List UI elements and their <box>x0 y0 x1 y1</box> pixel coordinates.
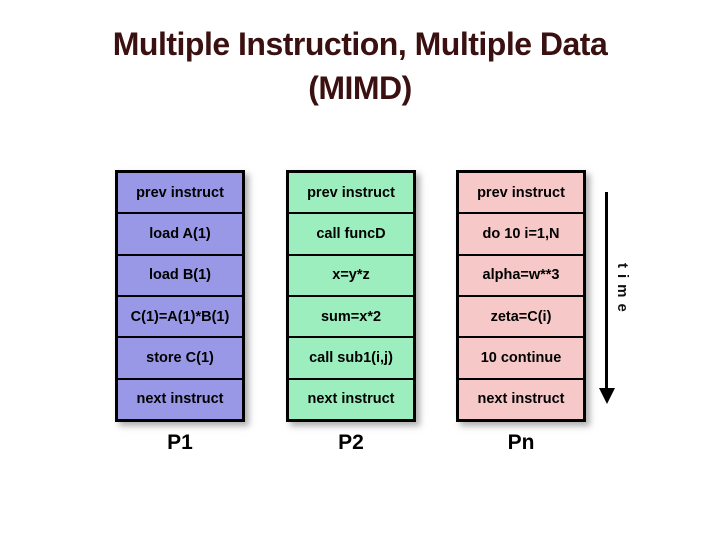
instruction-cell: alpha=w**3 <box>459 256 583 297</box>
time-axis-label: time <box>614 262 631 318</box>
instruction-cell: next instruct <box>307 391 395 408</box>
instruction-cell: sum=x*2 <box>289 297 413 339</box>
processor-column-pn: prev instruct do 10 i=1,N alpha=w**3 zet… <box>456 170 586 455</box>
processor-column-p1: prev instruct load A(1) load B(1) C(1)=A… <box>115 170 245 455</box>
instruction-stack-pn: prev instruct do 10 i=1,N alpha=w**3 zet… <box>456 170 586 422</box>
time-arrow-line <box>605 192 608 388</box>
instruction-cell: prev instruct <box>459 173 583 215</box>
instruction-cell: do 10 i=1,N <box>459 214 583 256</box>
instruction-cell: 10 continue <box>459 338 583 380</box>
slide-title-line-2: (MIMD) <box>308 70 412 107</box>
instruction-cell: store C(1) <box>118 338 242 380</box>
instruction-cell: next instruct <box>477 391 565 408</box>
instruction-cell: call funcD <box>289 214 413 256</box>
instruction-cell: call sub1(i,j) <box>289 338 413 380</box>
instruction-cell: prev instruct <box>289 173 413 215</box>
instruction-cell: x=y*z <box>289 256 413 297</box>
slide-title: Multiple Instruction, Multiple Data (MIM… <box>0 22 720 110</box>
processor-label-p1: P1 <box>167 431 193 454</box>
instruction-cell: zeta=C(i) <box>459 297 583 339</box>
processor-column-p2: prev instruct call funcD x=y*z sum=x*2 c… <box>286 170 416 455</box>
instruction-cell: C(1)=A(1)*B(1) <box>118 297 242 339</box>
time-arrow-head-icon <box>599 388 615 404</box>
instruction-stack-p2: prev instruct call funcD x=y*z sum=x*2 c… <box>286 170 416 422</box>
instruction-cell: prev instruct <box>118 173 242 215</box>
processor-label-p2: P2 <box>338 431 364 454</box>
processor-label-pn: Pn <box>507 431 535 454</box>
instruction-cell: load A(1) <box>118 214 242 256</box>
slide-title-line-1: Multiple Instruction, Multiple Data <box>112 26 608 62</box>
instruction-stack-p1: prev instruct load A(1) load B(1) C(1)=A… <box>115 170 245 422</box>
instruction-cell: load B(1) <box>118 256 242 297</box>
instruction-cell: next instruct <box>136 391 224 408</box>
